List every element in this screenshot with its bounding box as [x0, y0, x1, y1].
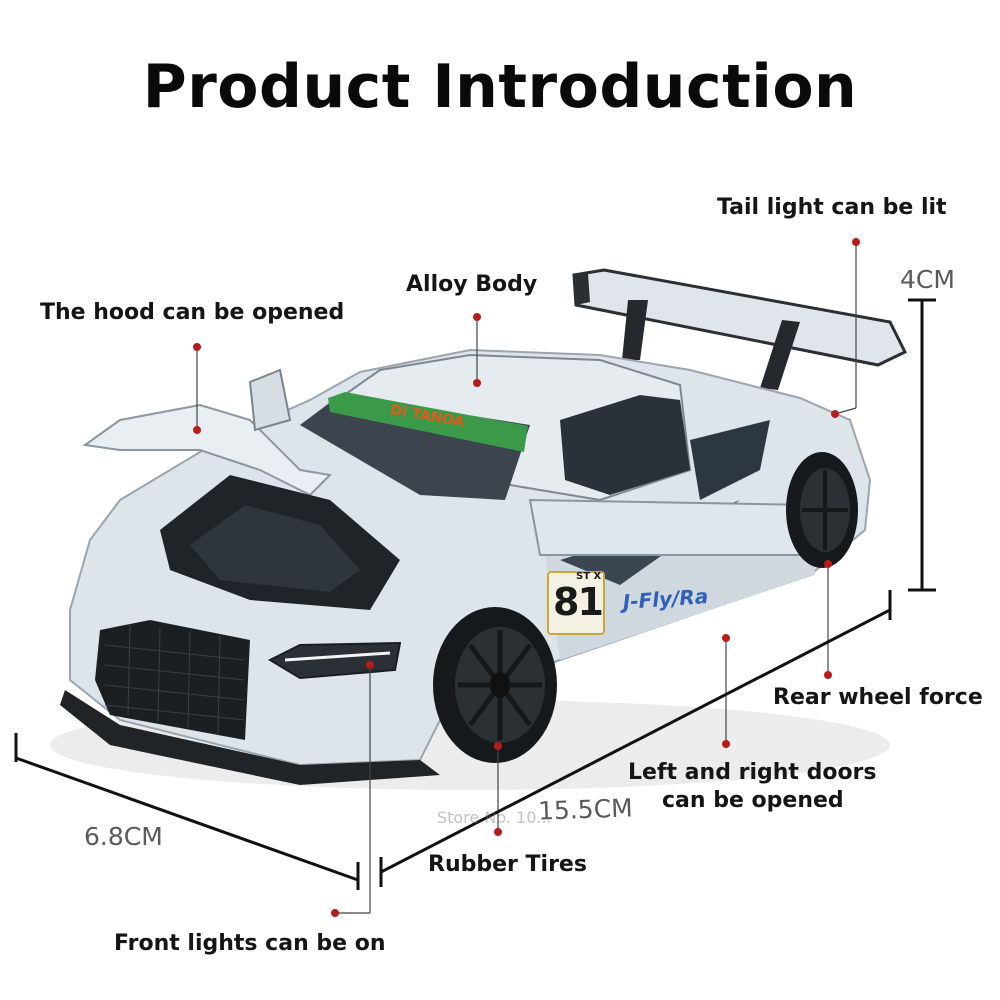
watermark: Store No. 10... [437, 808, 552, 827]
race-badge: ST X [576, 571, 602, 582]
race-number: 81 [553, 580, 604, 624]
callout-hood: The hood can be opened [40, 300, 345, 325]
callout-doors-line2: can be opened [662, 788, 844, 813]
dimension-length: 15.5CM [537, 793, 634, 826]
callout-rear-wheel: Rear wheel force [773, 685, 983, 710]
callout-lines [196, 242, 857, 914]
page-title: Product Introduction [142, 52, 858, 122]
dot-rear-wheel-end [824, 671, 832, 679]
dot-tail-light [852, 238, 860, 246]
dot-tire-top [494, 742, 502, 750]
dot-headlight-top [366, 661, 374, 669]
callout-doors-line1: Left and right doors [628, 760, 877, 785]
callout-alloy-body: Alloy Body [406, 272, 538, 297]
dot-alloy-top [473, 313, 481, 321]
dimension-height: 4CM [900, 265, 955, 294]
dot-tire-end [494, 828, 502, 836]
dot-headlight-end [331, 909, 339, 917]
front-wheel [433, 607, 557, 763]
car-body [60, 348, 872, 785]
dot-alloy-end [473, 379, 481, 387]
dot-door-top [722, 634, 730, 642]
dimension-width: 6.8CM [84, 822, 163, 851]
dot-hood-top [193, 343, 201, 351]
callout-tail-light: Tail light can be lit [717, 195, 947, 220]
callout-rubber-tires: Rubber Tires [428, 852, 587, 877]
dot-rear-wheel-top [824, 560, 832, 568]
callout-front-lights: Front lights can be on [114, 931, 386, 956]
dot-hood-end [193, 426, 201, 434]
dot-door-end [722, 740, 730, 748]
rear-wheel [786, 452, 858, 568]
rear-wing [572, 268, 908, 390]
callout-dots [193, 238, 860, 917]
dot-tail-light-end [831, 410, 839, 418]
dimension-lines [14, 298, 936, 890]
